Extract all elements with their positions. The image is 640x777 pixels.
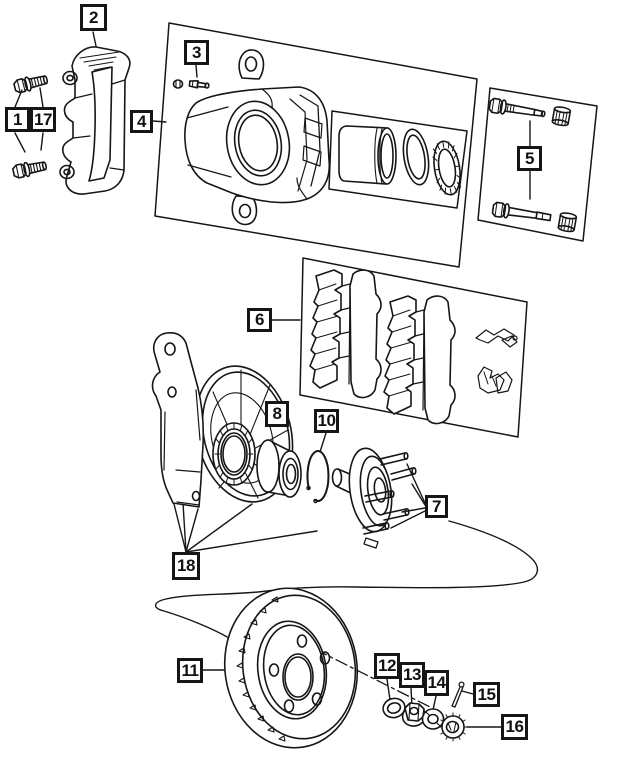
guide-pin-box <box>478 88 597 241</box>
guide-pin-bushing-upper-art <box>552 106 571 127</box>
guide-pin-lower-art <box>492 202 551 224</box>
guide-pin-upper-art <box>489 98 546 121</box>
callout-14[interactable]: 14 <box>424 670 449 696</box>
wheel-bearing-art <box>257 440 301 497</box>
callout-12[interactable]: 12 <box>374 653 400 679</box>
spindle-nut-art <box>401 703 428 728</box>
steering-knuckle-art <box>153 333 204 507</box>
callout-2[interactable]: 2 <box>80 4 107 31</box>
callout-17[interactable]: 17 <box>30 107 56 132</box>
caliper-art <box>185 50 329 225</box>
rotor-lug-holes <box>270 635 330 712</box>
callout-4[interactable]: 4 <box>130 110 153 133</box>
brake-pad-set-left-art <box>310 270 381 397</box>
pad-clip-upper-art <box>476 329 517 347</box>
caliper-kit-box <box>155 23 477 267</box>
callout-15[interactable]: 15 <box>473 682 500 707</box>
nut-retainer-art <box>423 709 444 729</box>
bleeder-screw-art <box>174 80 210 89</box>
hub-assembly-art <box>333 446 416 548</box>
pad-clip-lower-art <box>478 367 512 393</box>
snap-ring-art <box>307 451 329 503</box>
wheel-studs-art <box>363 453 416 534</box>
callout-18[interactable]: 18 <box>172 552 200 580</box>
callout-11[interactable]: 11 <box>177 658 203 683</box>
callout-8[interactable]: 8 <box>265 401 289 427</box>
callout-1[interactable]: 1 <box>5 107 30 132</box>
nut-lock-art <box>439 713 467 741</box>
callout-3[interactable]: 3 <box>184 40 209 65</box>
callout-7[interactable]: 7 <box>425 495 448 518</box>
brake-rotor-art <box>215 580 430 757</box>
spindle-washer-art <box>381 696 407 720</box>
callout-6[interactable]: 6 <box>247 308 272 332</box>
rotor-vent-marks <box>237 597 285 741</box>
callout-5[interactable]: 5 <box>517 146 542 171</box>
brake-pad-set-right-art <box>384 296 455 423</box>
adapter-bolt-upper-art <box>13 72 49 94</box>
piston-seal-kit-art <box>329 111 467 208</box>
callout-10[interactable]: 10 <box>314 409 339 433</box>
adapter-bolt-lower-art <box>12 159 47 180</box>
brake-pad-box <box>300 258 527 437</box>
caliper-adapter-art <box>60 47 130 194</box>
callout-13[interactable]: 13 <box>399 662 425 688</box>
callout-16[interactable]: 16 <box>501 714 528 740</box>
shield-bore-art <box>213 423 255 485</box>
cotter-pin-art <box>452 682 464 707</box>
lasso-leader <box>156 521 538 643</box>
guide-pin-bushing-lower-art <box>558 212 577 233</box>
